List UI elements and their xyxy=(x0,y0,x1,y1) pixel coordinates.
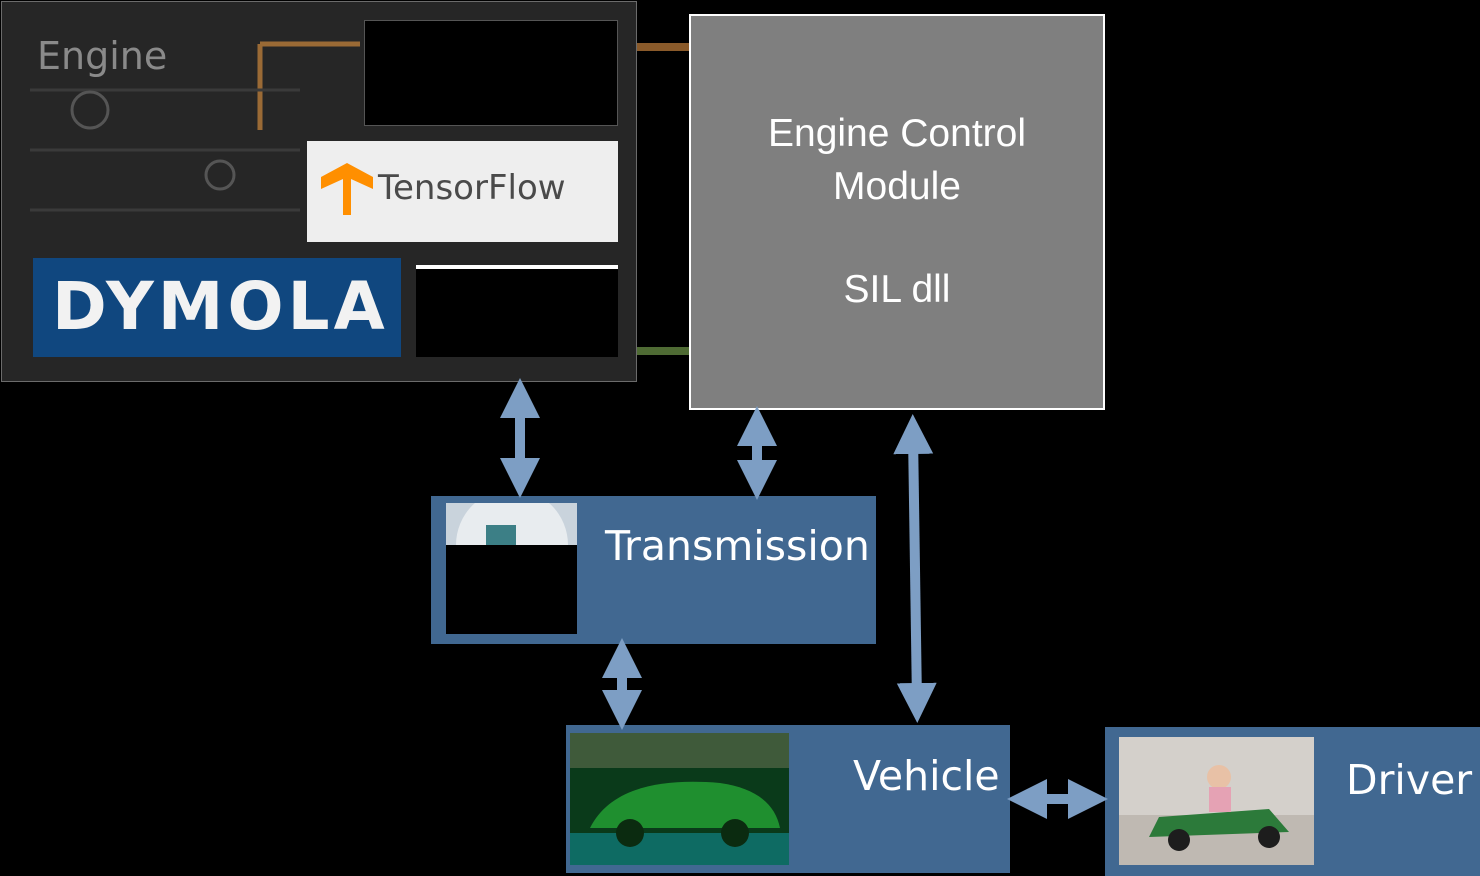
redacted-region xyxy=(364,20,618,126)
arrow-ecm-vehicle xyxy=(893,414,937,723)
child-driver-photo xyxy=(1119,737,1314,865)
ecm-sil-label: SIL dll xyxy=(843,268,951,311)
car-photo xyxy=(570,733,789,865)
dymola-logo xyxy=(33,258,401,357)
engine-schematic xyxy=(30,41,360,212)
redacted-region xyxy=(416,265,618,357)
ecm-block xyxy=(689,14,1105,410)
transmission-label: Transmission xyxy=(605,522,870,570)
dymola-label: DYMOLA xyxy=(52,268,389,345)
ecm-title-line2: Module xyxy=(833,165,961,208)
tensorflow-label: TensorFlow xyxy=(378,168,566,208)
engine-title: Engine xyxy=(37,34,168,78)
tensorflow-icon xyxy=(321,163,373,215)
gear-icon xyxy=(446,503,577,634)
tensorflow-logo xyxy=(307,141,618,242)
driver-label: Driver xyxy=(1346,756,1473,804)
ecm-title-line1: Engine Control xyxy=(768,112,1026,155)
vehicle-label: Vehicle xyxy=(853,752,1000,800)
